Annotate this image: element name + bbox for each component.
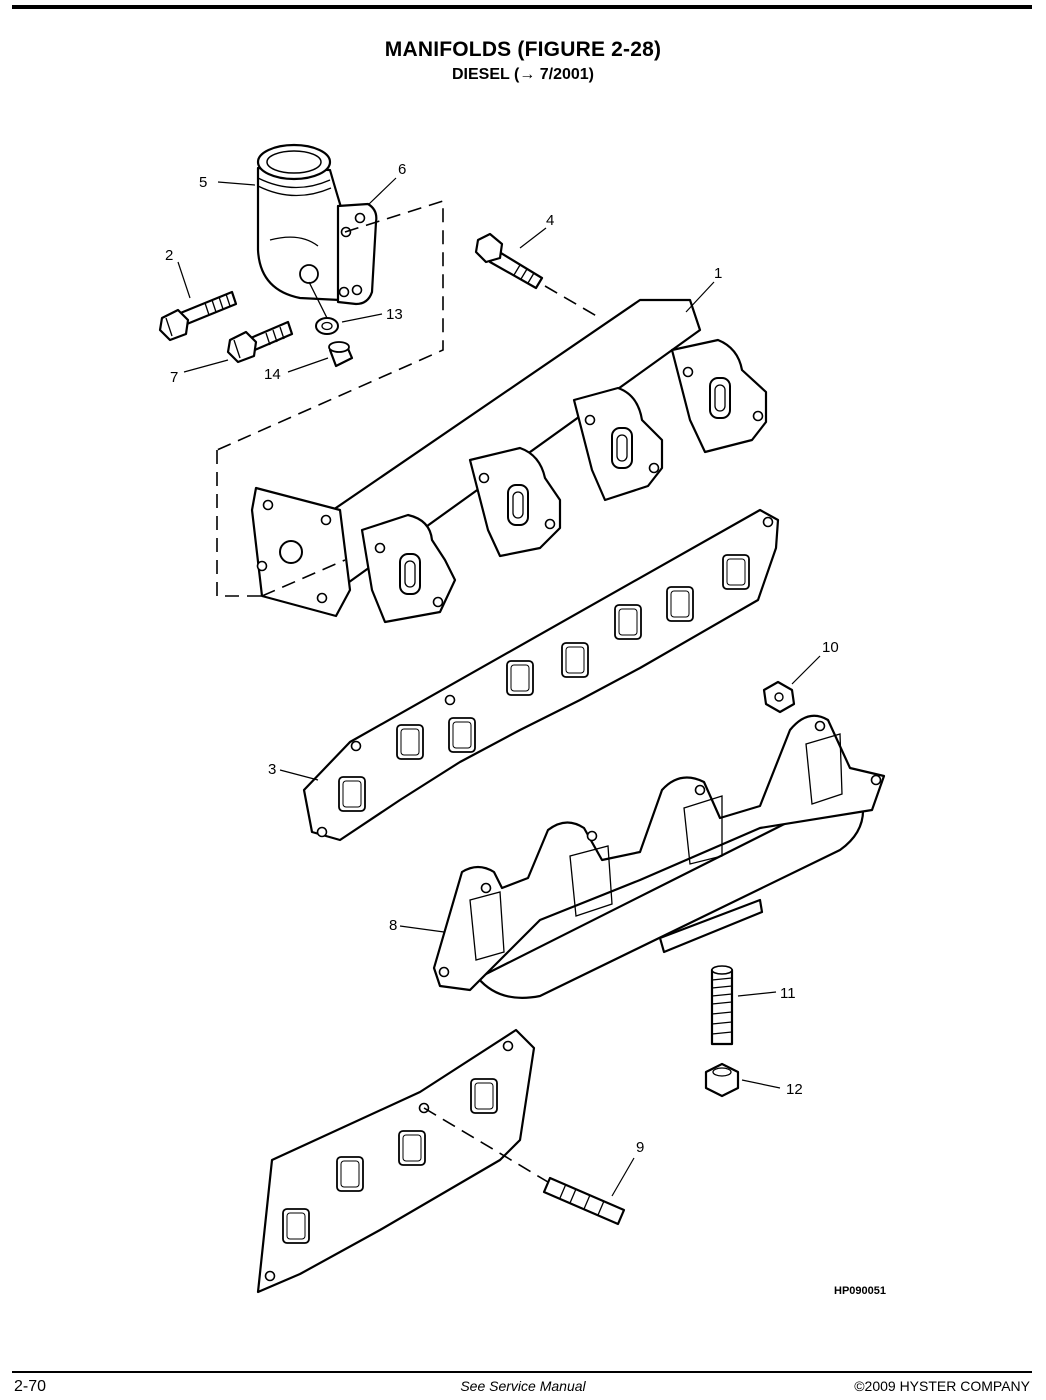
copyright: ©2009 HYSTER COMPANY	[854, 1378, 1030, 1394]
page-subtitle: DIESEL (→ 7/2001)	[452, 66, 594, 83]
intake-manifold-part	[250, 298, 768, 624]
exhaust-gasket-part	[256, 1028, 536, 1294]
callout-13: 13	[386, 306, 403, 323]
exhaust-manifold-part	[432, 714, 886, 999]
callout-11: 11	[780, 985, 796, 1002]
footer-note: See Service Manual	[0, 1378, 1046, 1394]
callout-12: 12	[786, 1081, 803, 1098]
callout-2: 2	[165, 247, 173, 264]
footer-note-text: See Service Manual	[460, 1378, 586, 1394]
callout-3: 3	[268, 761, 276, 778]
bolt-7-part	[226, 320, 294, 364]
plug-14-part	[328, 341, 354, 368]
nut-10-part	[762, 680, 796, 714]
bolt-2-part	[158, 290, 238, 342]
stud-11-part	[710, 965, 734, 1046]
callout-4: 4	[546, 212, 554, 229]
callout-10: 10	[822, 639, 839, 656]
callout-14: 14	[264, 366, 281, 383]
elbow-gasket-part	[336, 202, 378, 306]
callout-1: 1	[714, 265, 722, 282]
page-number: 2-70	[14, 1378, 47, 1395]
washer-13-part	[315, 317, 339, 335]
bolt-4-part	[474, 232, 544, 290]
figure-id-label: HP090051	[834, 1285, 886, 1297]
callout-8: 8	[389, 917, 397, 934]
elbow-outlet-part	[256, 143, 347, 302]
callout-9: 9	[636, 1139, 644, 1156]
callout-5: 5	[199, 174, 207, 191]
stud-9-part	[542, 1176, 626, 1226]
page-title: MANIFOLDS (FIGURE 2-28)	[384, 38, 662, 61]
callout-6: 6	[398, 161, 406, 178]
callout-7: 7	[170, 369, 178, 386]
bottom-rule	[12, 1371, 1032, 1373]
top-rule	[12, 5, 1032, 9]
intake-gasket-part	[302, 508, 780, 842]
nut-12-part	[704, 1062, 740, 1098]
